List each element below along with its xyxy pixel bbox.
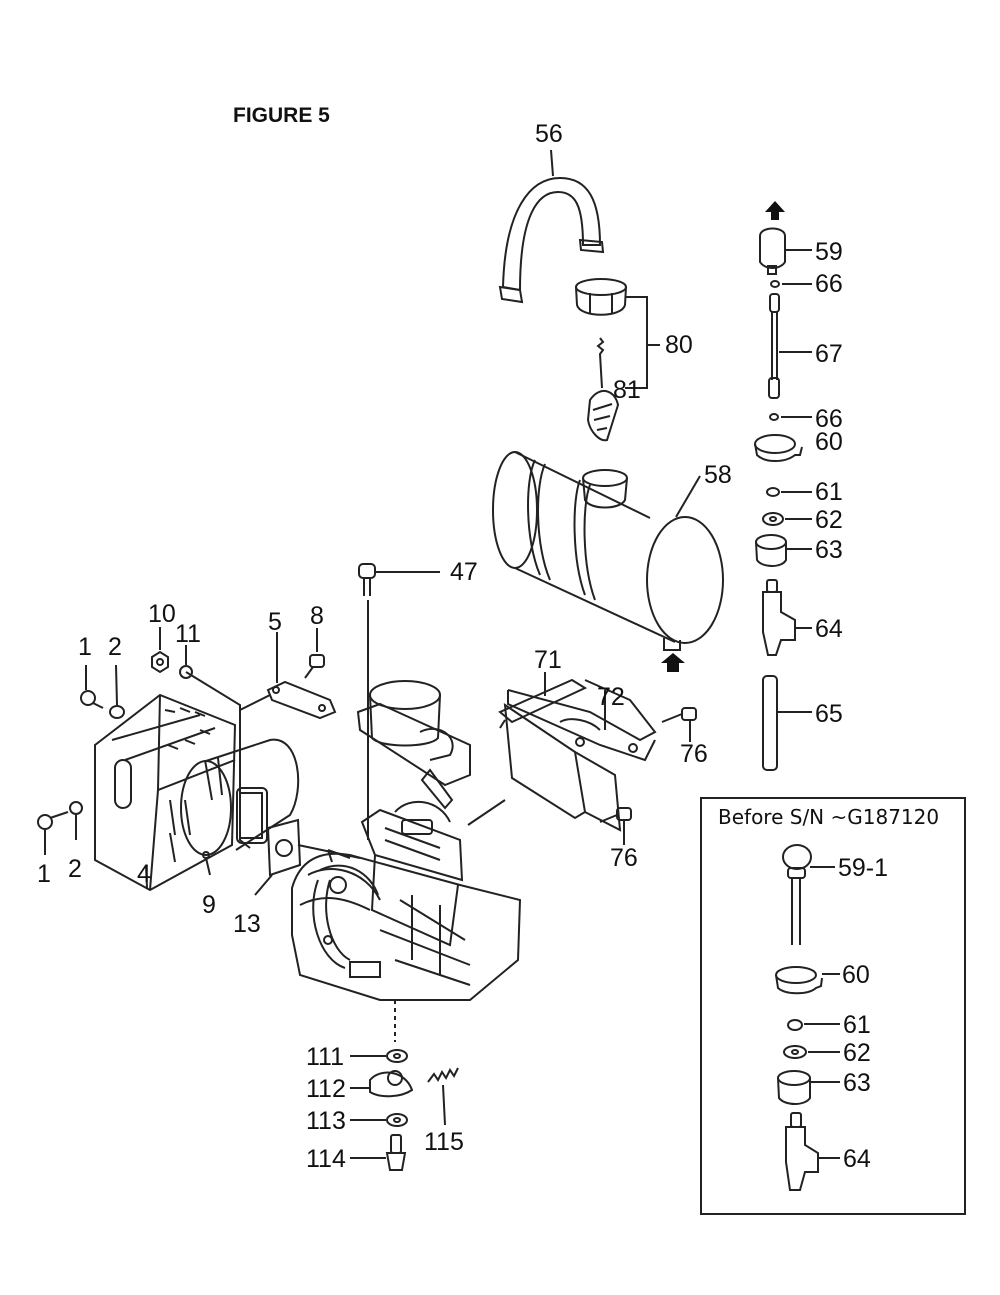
- part-label-71: 71: [534, 646, 562, 674]
- part-label-13: 13: [233, 910, 261, 938]
- muffler-stay: [239, 628, 337, 720]
- inset-label-63: 63: [843, 1069, 871, 1097]
- part-label-65: 65: [815, 700, 843, 728]
- part-label-59: 59: [815, 238, 843, 266]
- fuel-line-parts: [754, 227, 812, 771]
- part-label-72: 72: [597, 683, 625, 711]
- part-label-66a: 66: [815, 270, 843, 298]
- part-label-9: 9: [202, 891, 216, 919]
- inset-label-62: 62: [843, 1039, 871, 1067]
- part-label-67: 67: [815, 340, 843, 368]
- governor-parts: [350, 1049, 459, 1171]
- part-label-58: 58: [704, 461, 732, 489]
- cover-bolts: [37, 664, 125, 855]
- part-label-5: 5: [268, 608, 282, 636]
- fuel-filter: [586, 337, 620, 442]
- part-label-112: 112: [306, 1075, 346, 1103]
- flow-arrow-icon: [765, 201, 785, 220]
- inset-label-59-1: 59-1: [838, 854, 888, 882]
- part-label-10: 10: [148, 600, 176, 628]
- part-label-1b: 1: [37, 860, 51, 888]
- figure-title: FIGURE 5: [233, 104, 330, 127]
- part-label-63: 63: [815, 536, 843, 564]
- inset-box: [700, 797, 966, 1215]
- part-label-111: 111: [306, 1043, 344, 1071]
- inset-label-64: 64: [843, 1145, 871, 1173]
- fuel-tank-brackets: [467, 672, 697, 845]
- part-label-60: 60: [815, 428, 843, 456]
- fuel-tank-strap: [498, 149, 605, 304]
- muffler: [180, 738, 300, 876]
- part-label-11: 11: [175, 620, 201, 648]
- fuel-tank: [492, 451, 724, 651]
- part-label-8: 8: [310, 602, 324, 630]
- flow-arrow-icon: [661, 653, 685, 672]
- part-label-4: 4: [137, 860, 151, 888]
- part-label-80: 80: [665, 331, 693, 359]
- part-label-1a: 1: [78, 633, 92, 661]
- part-label-47: 47: [450, 558, 478, 586]
- part-label-114: 114: [306, 1145, 346, 1173]
- part-label-113: 113: [306, 1107, 346, 1135]
- part-label-61: 61: [815, 478, 843, 506]
- part-label-115: 115: [424, 1128, 464, 1156]
- muffler-gasket: [254, 818, 361, 896]
- inset-label-60: 60: [842, 961, 870, 989]
- part-label-81: 81: [613, 376, 641, 404]
- engine-block: [291, 680, 522, 1042]
- inset-label-61: 61: [843, 1011, 871, 1039]
- part-label-76a: 76: [680, 740, 708, 768]
- part-label-66b: 66: [815, 405, 843, 433]
- part-label-2a: 2: [108, 633, 122, 661]
- muffler-cover: [94, 693, 237, 892]
- bolt-47: [358, 563, 440, 840]
- fuel-cap: [575, 278, 660, 389]
- part-label-64: 64: [815, 615, 843, 643]
- part-label-76b: 76: [610, 844, 638, 872]
- part-label-62: 62: [815, 506, 843, 534]
- inset-parts: [775, 844, 840, 1191]
- inset-title: Before S/N ~G187120: [718, 805, 940, 829]
- part-label-2b: 2: [68, 855, 82, 883]
- part-label-56: 56: [535, 120, 563, 148]
